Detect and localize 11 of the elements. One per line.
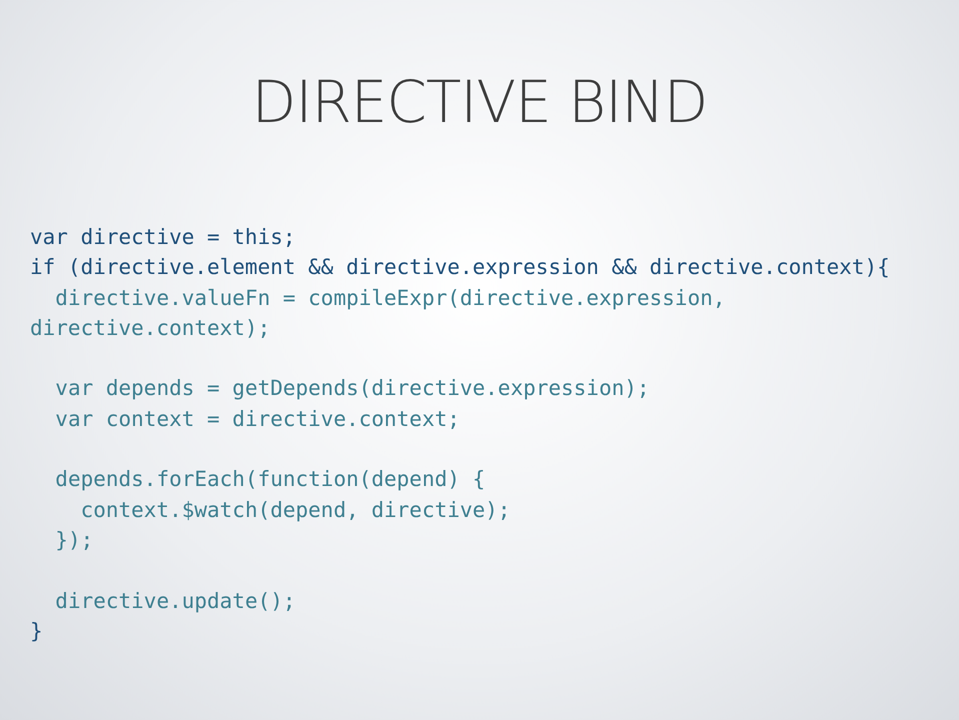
code-line: context.$watch(depend, directive); <box>80 496 512 524</box>
code-line: if (directive.element && directive.expression && directive.context){ <box>30 254 891 282</box>
code-line: directive.update(); <box>54 588 297 615</box>
code-line: directive.valueFn = compileExpr(directive.expression, directive.context); <box>30 284 726 342</box>
code-line: var directive = this; <box>30 224 297 251</box>
code-line: } <box>30 618 44 645</box>
code-line: depends.forEach(function(depend) { <box>54 466 486 494</box>
code-line: }); <box>54 526 94 554</box>
slide-title: DIRECTIVE BIND <box>250 68 708 136</box>
code-line: var context = directive.context; <box>54 406 461 433</box>
code-line: var depends = getDepends(directive.expression); <box>54 375 651 402</box>
